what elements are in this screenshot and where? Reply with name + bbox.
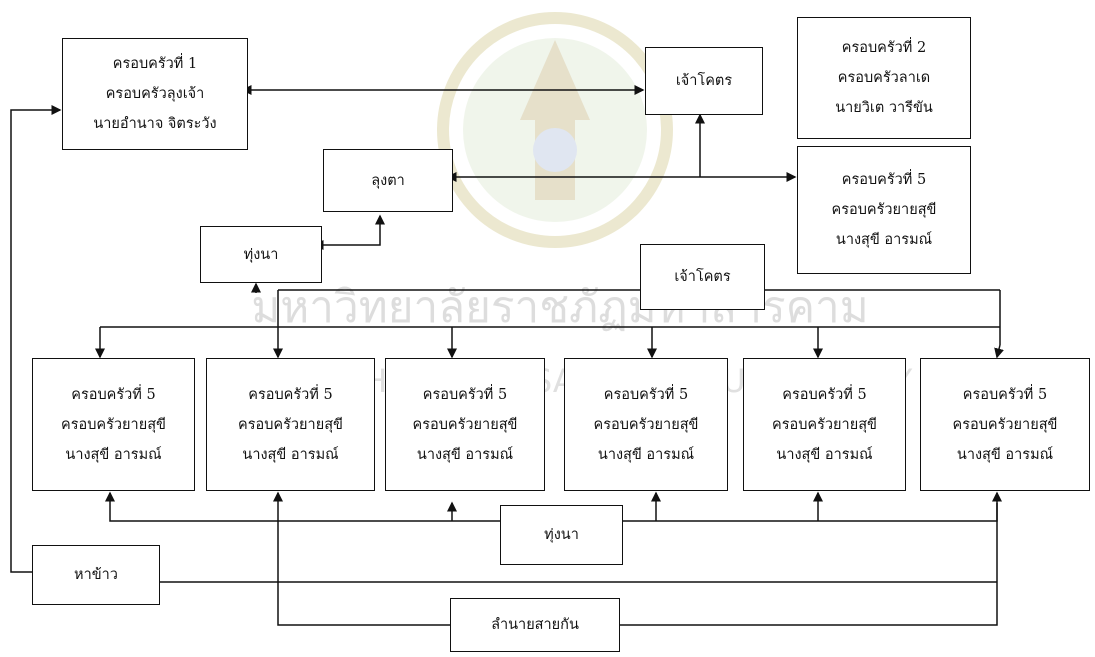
node-text: ครอบครัวยายสุขี (61, 416, 166, 433)
arrow-lamnai-row2 (273, 491, 450, 626)
node-text: เจ้าโคตร (675, 73, 733, 89)
node-text: นางสุขี อารมณ์ (416, 446, 514, 463)
node-family5-top: ครอบครัวที่ 5 ครอบครัวยายสุขี นางสุขี อา… (797, 146, 971, 274)
node-text: ทุ่งนา (243, 246, 279, 263)
node-text: ครอบครัวยายสุขี (238, 416, 343, 433)
node-text: ครอบครัวที่ 5 (422, 386, 508, 403)
node-row-family-5: ครอบครัวที่ 5 ครอบครัวยายสุขี นางสุขี อา… (743, 358, 906, 491)
node-row-family-6: ครอบครัวที่ 5 ครอบครัวยายสุขี นางสุขี อา… (920, 358, 1090, 491)
node-chao-khot-mid: เจ้าโคตร (640, 244, 765, 310)
node-text: ครอบครัวที่ 1 (112, 56, 198, 72)
node-text: ครอบครัวลุงเจ้า (105, 86, 205, 102)
arrow-thungna-row1 (105, 491, 500, 522)
node-text: นางสุขี อารมณ์ (835, 232, 933, 248)
node-lung-ta: ลุงตา (323, 149, 453, 212)
node-thung-na-bottom: ทุ่งนา (500, 505, 623, 565)
node-text: ครอบครัวยายสุขี (772, 416, 877, 433)
node-text: ครอบครัวยายสุขี (593, 416, 699, 433)
node-text: ครอบครัวที่ 5 (782, 386, 867, 403)
node-lam-nai: ลำนายสายกัน (450, 598, 620, 652)
node-text: ลำนายสายกัน (491, 617, 579, 633)
node-family1: ครอบครัวที่ 1 ครอบครัวลุงเจ้า นายอำนาจ จ… (62, 38, 248, 150)
node-text: ครอบครัวยายสุขี (412, 416, 518, 433)
node-text: เจ้าโคตร (674, 269, 731, 285)
node-text: ทุ่งนา (544, 527, 579, 543)
node-row-family-3: ครอบครัวที่ 5 ครอบครัวยายสุขี นางสุขี อา… (385, 358, 545, 491)
node-text: ครอบครัวที่ 5 (71, 386, 156, 403)
node-text: นางสุขี อารมณ์ (776, 446, 873, 463)
node-chao-khot-top: เจ้าโคตร (645, 47, 763, 115)
node-row-family-1: ครอบครัวที่ 5 ครอบครัวยายสุขี นางสุขี อา… (32, 358, 195, 491)
arrow-thungna-row6 (623, 491, 1002, 522)
node-text: ครอบครัวที่ 2 (841, 40, 927, 56)
node-ha-khao: หาข้าว (32, 545, 160, 605)
node-text: ครอบครัวที่ 5 (841, 172, 927, 188)
node-text: ครอบครัวที่ 5 (962, 386, 1048, 403)
node-text: นางสุขี อารมณ์ (242, 446, 339, 463)
node-text: นางสุขี อารมณ์ (597, 446, 695, 463)
node-thung-na-top: ทุ่งนา (200, 226, 322, 283)
node-text: นายวิเต วารีขัน (835, 100, 933, 116)
node-text: ครอบครัวที่ 5 (248, 386, 333, 403)
arrow-hakhao-family1 (10, 105, 62, 573)
node-text: ลุงตา (371, 172, 405, 189)
node-text: นางสุขี อารมณ์ (956, 446, 1054, 463)
node-text: นายอำนาจ จิตระวัง (93, 116, 217, 132)
line-lamnai-row6 (620, 503, 998, 626)
node-text: นางสุขี อารมณ์ (65, 446, 162, 463)
node-text: ครอบครัวยายสุขี (831, 202, 937, 218)
node-row-family-2: ครอบครัวที่ 5 ครอบครัวยายสุขี นางสุขี อา… (206, 358, 375, 491)
arrow-thungna-lungta (313, 214, 385, 250)
node-text: ครอบครัวยายสุขี (952, 416, 1058, 433)
node-text: หาข้าว (74, 567, 118, 583)
node-text: ครอบครัวที่ 5 (603, 386, 689, 403)
node-row-family-4: ครอบครัวที่ 5 ครอบครัวยายสุขี นางสุขี อา… (564, 358, 728, 491)
node-text: ครอบครัวลาเด (837, 70, 931, 86)
node-family2: ครอบครัวที่ 2 ครอบครัวลาเด นายวิเต วารีข… (797, 17, 971, 139)
